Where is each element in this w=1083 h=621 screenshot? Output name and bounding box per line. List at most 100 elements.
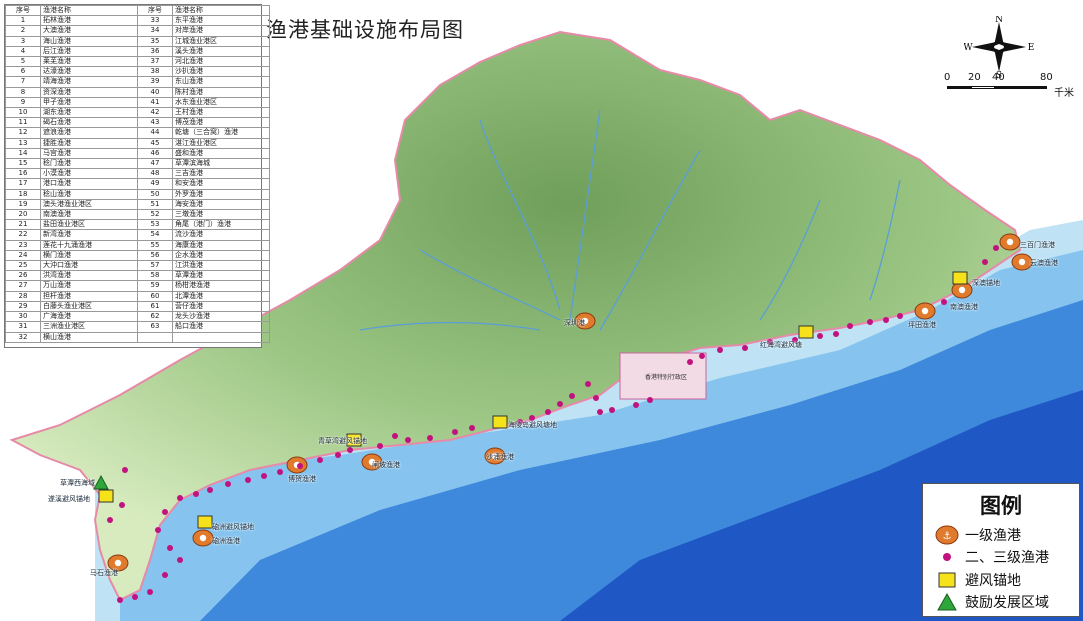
table-header-row: 序号 渔港名称 序号 渔港名称 — [5, 4, 270, 17]
map-legend: 图例 ⚓ 一级渔港 二、三级渔港 避风锚地 鼓励发展区域 — [922, 483, 1080, 617]
table-cell: 角尾（港门）渔港 — [172, 219, 270, 231]
secondary-port-marker — [122, 467, 128, 473]
label-shenao: 深澳锚地 — [972, 279, 1000, 287]
secondary-port-marker — [817, 333, 823, 339]
label-pinghai: 坪田渔港 — [908, 321, 936, 329]
secondary-port-marker — [883, 317, 889, 323]
secondary-port-marker — [207, 487, 213, 493]
legend-label: 避风锚地 — [965, 573, 1021, 589]
secondary-port-marker — [119, 502, 125, 508]
label-mashi: 马石渔港 — [90, 569, 118, 577]
legend-item-secondary-port: 二、三级渔港 — [933, 546, 1049, 568]
legend-item-primary-port: ⚓ 一级渔港 — [933, 524, 1021, 546]
primary-port-marker — [286, 456, 308, 474]
anchorage-marker — [952, 271, 968, 285]
label-bohe: 博贺渔港 — [288, 475, 316, 483]
secondary-port-marker — [317, 457, 323, 463]
label-sanbaimen: 三百门渔港 — [1020, 241, 1055, 249]
scale-tick-40: 40 — [992, 72, 1005, 83]
map-title: 渔港基础设施布局图 — [266, 18, 464, 42]
anchorage-marker — [492, 415, 508, 429]
secondary-port-marker — [699, 353, 705, 359]
primary-port-marker — [1011, 253, 1033, 271]
label-zhapo: 闸坡渔港 — [372, 461, 400, 469]
hong-kong-label: 香港特别行政区 — [644, 374, 687, 381]
svg-text:⚓: ⚓ — [943, 531, 952, 542]
secondary-port-marker — [427, 435, 433, 441]
secondary-port-marker — [569, 393, 575, 399]
anchorage-marker — [98, 489, 114, 503]
secondary-port-marker — [529, 415, 535, 421]
scale-tick-0: 0 — [944, 72, 951, 83]
legend-label: 二、三级渔港 — [965, 550, 1049, 566]
secondary-port-marker — [107, 517, 113, 523]
secondary-port-marker — [993, 245, 999, 251]
secondary-port-marker — [647, 397, 653, 403]
primary-port-marker — [361, 453, 383, 471]
secondary-port-marker — [767, 339, 773, 345]
north-arrow-compass: N S W E — [964, 16, 1034, 78]
secondary-port-marker — [117, 597, 123, 603]
label-shawo: 沙涌渔港 — [486, 453, 514, 461]
primary-port-marker — [484, 447, 506, 465]
anchorage-marker — [197, 515, 213, 529]
secondary-port-marker — [392, 433, 398, 439]
secondary-port-marker — [897, 313, 903, 319]
secondary-port-marker — [867, 319, 873, 325]
compass-e: E — [1028, 43, 1034, 53]
secondary-port-marker — [593, 395, 599, 401]
compass-w: W — [964, 43, 973, 53]
secondary-port-marker — [297, 463, 303, 469]
secondary-port-marker — [335, 452, 341, 458]
legend-label: 一级渔港 — [965, 528, 1021, 544]
primary-port-marker — [574, 312, 596, 330]
secondary-port-marker — [177, 495, 183, 501]
secondary-port-marker — [792, 337, 798, 343]
secondary-port-marker — [717, 347, 723, 353]
secondary-port-marker — [609, 407, 615, 413]
secondary-port-marker — [452, 429, 458, 435]
secondary-port-marker — [132, 594, 138, 600]
secondary-port-marker — [833, 331, 839, 337]
secondary-port-marker — [277, 469, 283, 475]
primary-port-marker — [951, 281, 973, 299]
legend-item-encouraged-zone: 鼓励发展区域 — [933, 591, 1049, 613]
label-honghai: 红海湾避风塘 — [760, 341, 802, 349]
secondary-port-marker — [982, 259, 988, 265]
anchorage-marker — [798, 325, 814, 339]
secondary-port-marker — [162, 509, 168, 515]
triangle-icon — [933, 591, 961, 613]
compass-s: S — [996, 71, 1002, 78]
river-network — [359, 109, 901, 331]
secondary-port-marker — [557, 401, 563, 407]
label-naozhou2: 硇洲渔港 — [212, 537, 240, 545]
compass-n: N — [995, 16, 1003, 25]
secondary-port-marker — [377, 443, 383, 449]
encouraged-zone-marker — [93, 474, 109, 490]
secondary-port-marker — [245, 477, 251, 483]
secondary-port-marker — [177, 557, 183, 563]
primary-port-marker — [914, 302, 936, 320]
square-icon — [933, 569, 961, 591]
scale-tick-20: 20 — [968, 72, 981, 83]
legend-title: 图例 — [980, 494, 1022, 518]
secondary-port-marker — [941, 299, 947, 305]
secondary-port-marker — [545, 409, 551, 415]
secondary-port-marker — [633, 402, 639, 408]
label-naozhou: 硇洲避风锚地 — [212, 523, 254, 531]
dot-icon — [933, 546, 961, 568]
scale-bar-segment — [971, 86, 995, 89]
secondary-port-marker — [469, 425, 475, 431]
